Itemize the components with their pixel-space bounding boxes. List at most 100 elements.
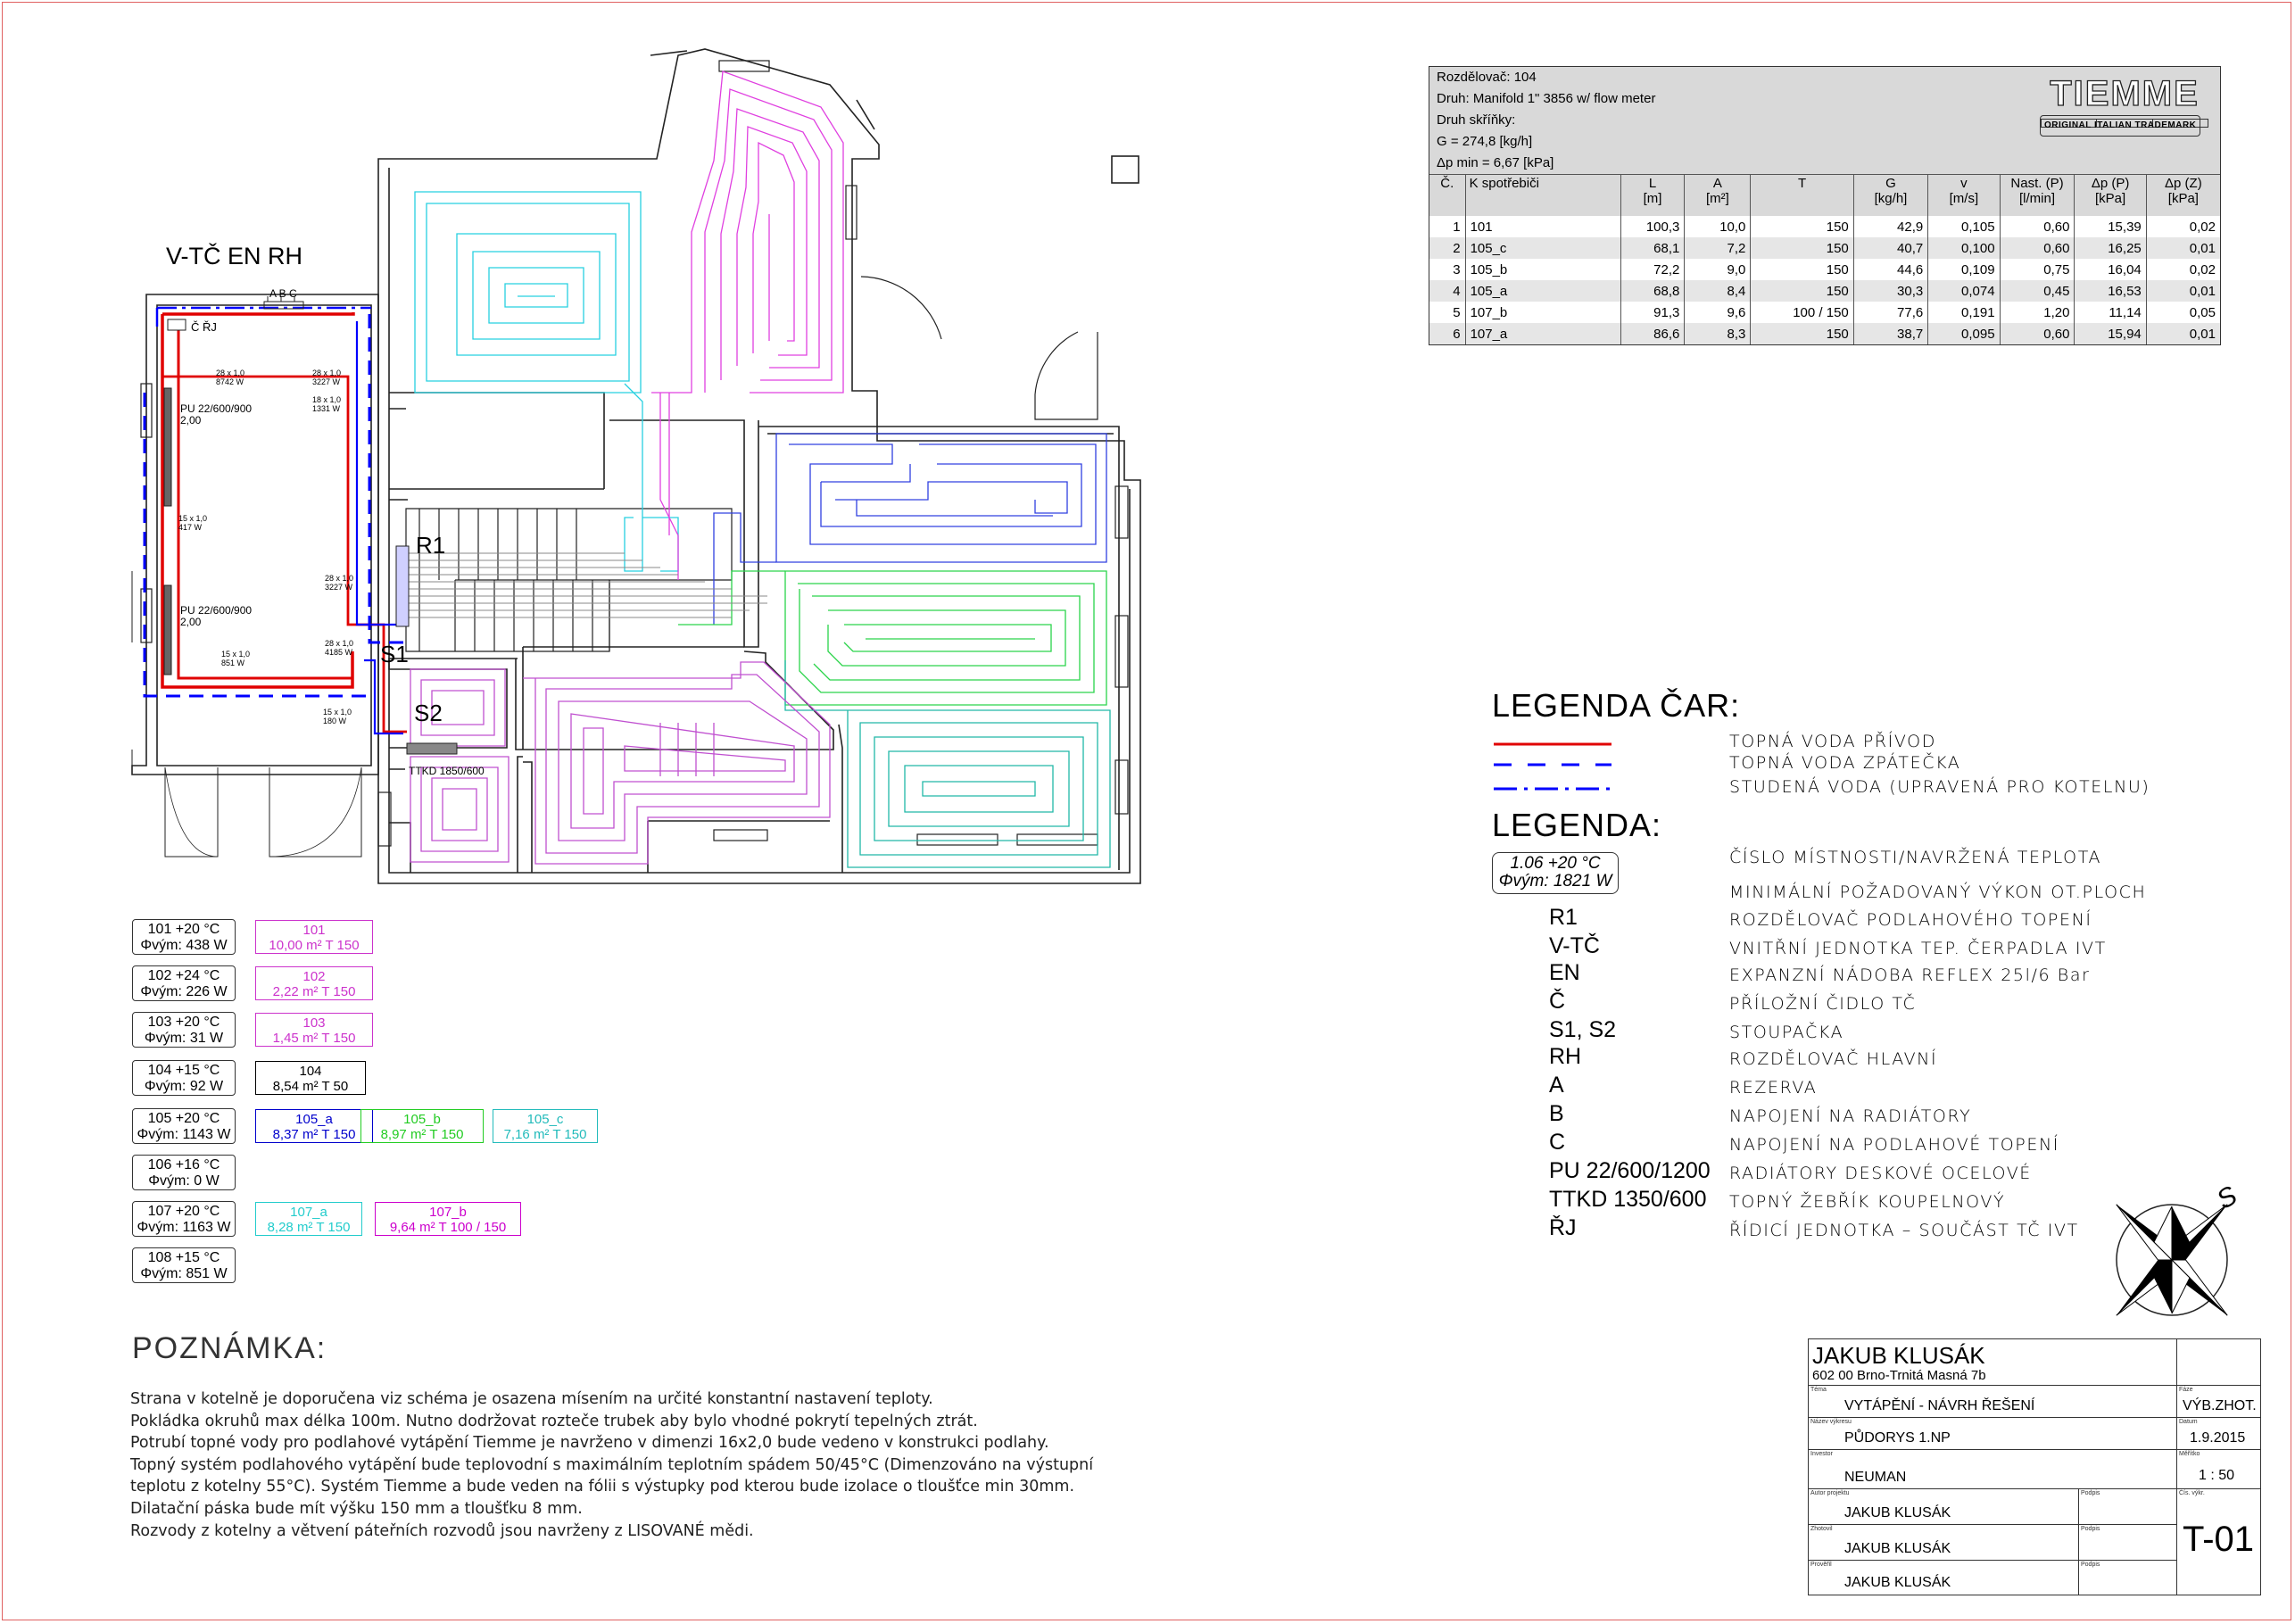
manifold-cell: 100 / 150: [1750, 302, 1854, 323]
manifold-col-header: v[m/s]: [1927, 174, 2001, 216]
manifold-cell: 5: [1453, 304, 1461, 320]
manifold-cell: 150: [1750, 216, 1854, 237]
manifold-cell: 30,3: [1852, 280, 1928, 302]
manifold-dp-min: Δp min = 6,67 [kPa]: [1437, 155, 1554, 170]
manifold-cell: 0,02: [2145, 216, 2220, 237]
manifold-cell: 86,6: [1620, 323, 1685, 344]
tb-meritko: 1 : 50: [2199, 1468, 2235, 1483]
manifold-cell: 42,9: [1852, 216, 1928, 237]
legend-key: A: [1549, 1073, 1564, 1098]
rj-label: Č ŘJ: [191, 320, 217, 334]
tb-address: 602 00 Brno-Trnitá Masná 7b: [1812, 1368, 1986, 1383]
manifold-cell: 0,05: [2145, 302, 2220, 323]
legend-desc: ROZDĚLOVAČ HLAVNÍ: [1729, 1049, 1938, 1069]
note-line: Topný systém podlahového vytápění bude t…: [130, 1455, 1094, 1474]
tb-investor: NEUMAN: [1844, 1470, 1907, 1485]
manifold-cell: 150: [1750, 323, 1854, 344]
manifold-cell: 68,1: [1620, 237, 1685, 259]
note-line: Pokládka okruhů max délka 100m. Nutno do…: [130, 1412, 978, 1430]
manifold-col-header: Nast. (P)[l/min]: [1999, 174, 2075, 216]
manifold-cell: 107_a: [1464, 323, 1621, 344]
manifold-cell: 68,8: [1620, 280, 1685, 302]
note-title: POZNÁMKA:: [132, 1331, 327, 1365]
ttkd-label: TTKD 1850/600: [409, 765, 485, 777]
manifold-cell: 44,6: [1852, 259, 1928, 280]
note-line: Rozvody z kotelny a větvení páteřních ro…: [130, 1521, 754, 1540]
legend-desc: RADIÁTORY DESKOVÉ OCELOVÉ: [1729, 1164, 2032, 1183]
legend-desc: PŘÍLOŽNÍ ČIDLO TČ: [1729, 994, 1917, 1014]
manifold-cell: 16,53: [2074, 280, 2147, 302]
manifold-cell: 0,01: [2145, 280, 2220, 302]
manifold-cell: 107_b: [1464, 302, 1621, 323]
legend-sample-desc1: ČÍSLO MÍSTNOSTI/NAVRŽENÁ TEPLOTA: [1729, 848, 2102, 867]
legend-lines-title: LEGENDA ČAR:: [1492, 687, 1741, 724]
manifold-cell: 11,14: [2074, 302, 2147, 323]
manifold-table: Rozdělovač: 104 Druh: Manifold 1" 3856 w…: [1429, 66, 2221, 345]
legend-sample-desc2: MINIMÁLNÍ POŽADOVANÝ VÝKON OT.PLOCH: [1729, 882, 2147, 902]
manifold-cell: 0,02: [2145, 259, 2220, 280]
legend-desc: NAPOJENÍ NA RADIÁTORY: [1729, 1106, 1972, 1126]
title-block: JAKUB KLUSÁK 602 00 Brno-Trnitá Masná 7b…: [1808, 1338, 2261, 1595]
legend-desc: STOUPAČKA: [1729, 1023, 1844, 1042]
manifold-cell: 150: [1750, 237, 1854, 259]
manifold-cell: 6: [1429, 323, 1466, 344]
manifold-cell: 91,3: [1620, 302, 1685, 323]
manifold-cell: 150: [1750, 259, 1854, 280]
compass-icon: [2116, 1204, 2228, 1316]
riser-s1-label: S1: [380, 641, 409, 667]
manifold-cell: 105_c: [1464, 237, 1621, 259]
legend-key: C: [1549, 1130, 1566, 1155]
manifold-cell: 105_b: [1464, 259, 1621, 280]
manifold-cell: 0,60: [1999, 323, 2075, 344]
manifold-cell: 38,7: [1852, 323, 1928, 344]
manifold-cell: 0,191: [1927, 302, 2001, 323]
note-line: teplotu z kotelny 55°C). Systém Tiemme a…: [130, 1478, 1075, 1496]
manifold-cell: 101: [1464, 216, 1621, 237]
manifold-col-header: T: [1750, 174, 1854, 216]
manifold-rozdelovac: Rozdělovač: 104: [1437, 70, 1537, 85]
manifold-cell: 0,105: [1927, 216, 2001, 237]
legend-desc: NAPOJENÍ NA PODLAHOVÉ TOPENÍ: [1729, 1135, 2059, 1155]
legend-key: TTKD 1350/600: [1549, 1187, 1707, 1212]
legend-key: EN: [1549, 960, 1580, 985]
manifold-cell: 0,75: [1999, 259, 2075, 280]
legend-desc: VNITŘNÍ JEDNOTKA TEP. ČERPADLA IVT: [1729, 939, 2107, 958]
tb-zhotovil: JAKUB KLUSÁK: [1844, 1541, 1951, 1556]
manifold-cell: 0,074: [1927, 280, 2001, 302]
legend-desc: ŘÍDICÍ JEDNOTKA – SOUČÁST TČ IVT: [1729, 1221, 2079, 1240]
manifold-cell: 0,45: [1999, 280, 2075, 302]
note-line: Strana v kotelně je doporučena viz schém…: [130, 1390, 933, 1408]
manifold-col-header: L[m]: [1620, 174, 1685, 216]
tb-tema: VYTÁPĚNÍ - NÁVRH ŘEŠENÍ: [1844, 1398, 2035, 1413]
manifold-header: Rozdělovač: 104 Druh: Manifold 1" 3856 w…: [1429, 67, 2220, 174]
legend-key: PU 22/600/1200: [1549, 1158, 1711, 1183]
manifold-cell: 105_a: [1464, 280, 1621, 302]
tb-provedl: JAKUB KLUSÁK: [1844, 1575, 1951, 1590]
